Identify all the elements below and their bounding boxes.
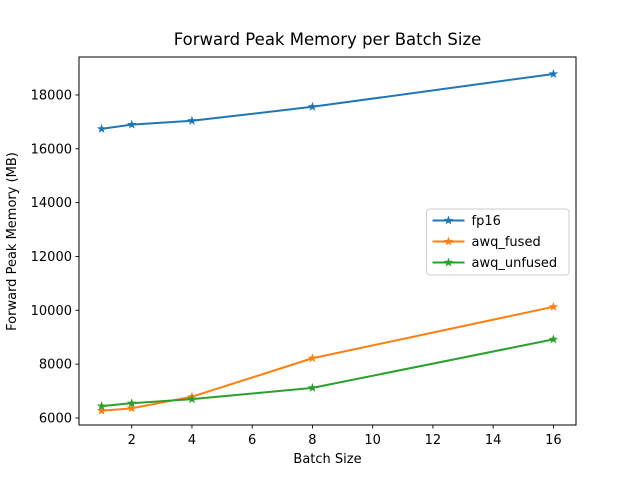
data-point-marker-awq_fused [307, 353, 318, 363]
data-point-marker-awq_fused [96, 405, 107, 415]
legend: fp16 awq_fused awq_unfused [426, 208, 570, 276]
data-point-marker-awq_fused [548, 301, 559, 311]
legend-marker-awq_unfused [443, 257, 454, 267]
x-tick-label: 16 [545, 433, 562, 448]
x-tick-label: 2 [128, 433, 136, 448]
data-point-marker-awq_unfused [126, 398, 137, 408]
data-point-marker-awq_unfused [187, 394, 197, 404]
y-axis-label: Forward Peak Memory (MB) [5, 152, 20, 331]
data-point-marker-fp16 [126, 119, 137, 129]
axis-ticks: 2 4 6 8 10 12 14 16 6000 8000 10000 12000 14000 16000… [31, 88, 562, 448]
x-tick-label: 12 [425, 433, 442, 448]
data-point-marker-fp16 [548, 68, 559, 78]
y-tick-label: 12000 [31, 250, 72, 265]
plot-area [78, 56, 577, 426]
series-line-awq_fused [100, 305, 555, 412]
y-tick-label: 16000 [31, 142, 72, 157]
y-tick-label: 10000 [31, 304, 72, 319]
y-tick-label: 6000 [39, 412, 72, 427]
data-point-marker-fp16 [187, 115, 197, 125]
y-tick-label: 18000 [31, 88, 72, 103]
series-line-fp16 [100, 72, 555, 130]
legend-label-awq_unfused: awq_unfused [472, 256, 558, 271]
data-point-marker-fp16 [307, 101, 318, 111]
x-tick-label: 10 [364, 433, 381, 448]
data-point-marker-fp16 [96, 123, 107, 133]
x-tick-label: 14 [485, 433, 502, 448]
x-tick-label: 6 [248, 433, 256, 448]
legend-label-awq_fused: awq_fused [472, 235, 541, 250]
chart-title: Forward Peak Memory per Batch Size [174, 30, 482, 49]
data-point-marker-awq_unfused [307, 382, 318, 392]
legend-box [426, 208, 570, 276]
series-line-awq_unfused [100, 338, 555, 408]
x-axis-label: Batch Size [293, 452, 361, 467]
x-tick-label: 8 [308, 433, 316, 448]
data-point-marker-awq_fused [126, 403, 137, 413]
series-layer [96, 68, 559, 415]
data-point-marker-awq_unfused [548, 334, 559, 344]
legend-marker-awq_fused [443, 236, 454, 246]
legend-marker-fp16 [443, 215, 454, 225]
y-tick-label: 8000 [39, 358, 72, 373]
data-point-marker-awq_unfused [96, 401, 107, 411]
legend-label-fp16: fp16 [472, 214, 501, 229]
x-tick-label: 4 [188, 433, 196, 448]
y-tick-label: 14000 [31, 196, 72, 211]
